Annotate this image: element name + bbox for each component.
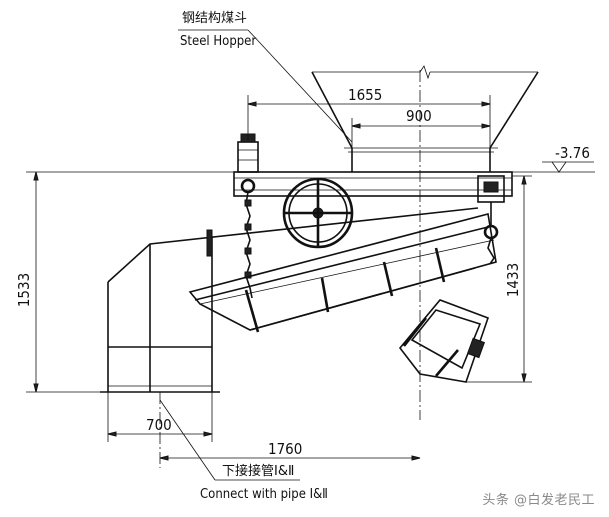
pipe-label-cn: 下接接管Ⅰ&Ⅱ	[222, 463, 294, 479]
dim-elevation: -3.76	[555, 144, 590, 162]
dim-opening-width: 900	[406, 107, 432, 125]
vibration-motor	[398, 299, 490, 383]
dim-chute-width: 700	[146, 416, 172, 434]
pipe-label-en: Connect with pipe Ⅰ&Ⅱ	[200, 487, 328, 502]
hopper-label-cn: 钢结构煤斗	[182, 11, 247, 26]
dim-right-height: 1433	[504, 263, 522, 297]
inlet-chute	[100, 207, 479, 393]
dimension-lines	[26, 95, 595, 461]
leader-lines	[159, 29, 353, 481]
dim-top-width: 1655	[348, 86, 382, 104]
frame-beam	[233, 171, 513, 197]
feeder-trough	[188, 213, 497, 333]
dim-total-length: 1760	[268, 440, 302, 458]
right-suspension-unit	[477, 175, 505, 265]
hopper-label-en: Steel Hopper	[180, 34, 256, 49]
dim-left-height: 1533	[15, 273, 33, 307]
hand-wheel	[282, 177, 354, 249]
left-suspension-unit	[237, 133, 259, 299]
watermark: 头条 @白发老民工	[482, 493, 595, 508]
